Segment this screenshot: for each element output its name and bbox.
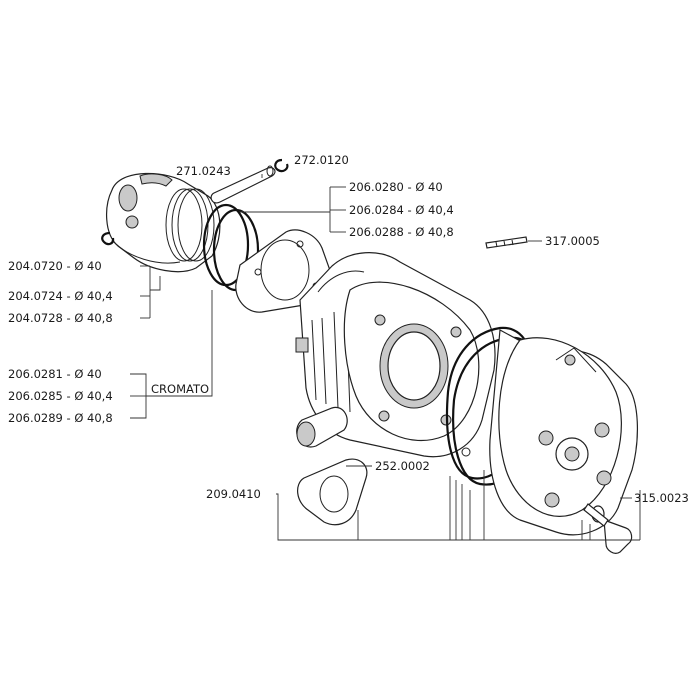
- label-cromato-40-8: 206.0289 - Ø 40,8: [8, 411, 113, 425]
- label-intake-gasket: 252.0002: [375, 459, 430, 473]
- leader-lines: [130, 174, 641, 541]
- label-piston-40-8: 204.0728 - Ø 40,8: [8, 311, 113, 325]
- head-bolt: [583, 503, 633, 554]
- label-piston-40-4: 204.0724 - Ø 40,4: [8, 289, 113, 303]
- label-cromato-40-4: 206.0285 - Ø 40,4: [8, 389, 113, 403]
- label-cromato-40: 206.0281 - Ø 40: [8, 367, 102, 381]
- label-circlip: 272.0120: [294, 153, 349, 167]
- label-ring-40-8: 206.0288 - Ø 40,8: [349, 225, 454, 239]
- label-ring-40-4: 206.0284 - Ø 40,4: [349, 203, 454, 217]
- part-labels: 271.0243 272.0120 206.0280 - Ø 40 206.02…: [8, 153, 689, 505]
- label-ring-40: 206.0280 - Ø 40: [349, 180, 443, 194]
- circlip-right: [274, 158, 289, 173]
- cylinder-block: [295, 252, 496, 458]
- intake-gasket: [297, 458, 368, 526]
- head-stud: [485, 236, 528, 249]
- wrist-pin: [210, 165, 276, 204]
- label-bolt: 315.0023: [634, 491, 689, 505]
- label-stud: 317.0005: [545, 234, 600, 248]
- label-wrist-pin: 271.0243: [176, 164, 231, 178]
- label-cromato: CROMATO: [151, 382, 209, 396]
- label-piston-40: 204.0720 - Ø 40: [8, 259, 102, 273]
- label-kit: 209.0410: [206, 487, 261, 501]
- cylinder-head: [489, 329, 638, 536]
- piston: [106, 172, 221, 273]
- circlip-left: [101, 231, 115, 246]
